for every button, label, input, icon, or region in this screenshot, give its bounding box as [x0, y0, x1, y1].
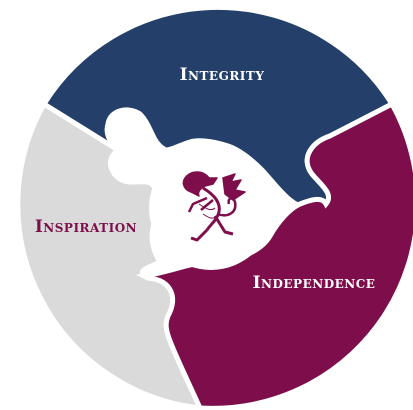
segment-independence: [135, 100, 413, 410]
label-independence: Independence: [253, 273, 376, 293]
dragon-crest-icon: [182, 171, 246, 242]
label-inspiration: Inspiration: [35, 217, 137, 237]
label-integrity: Integrity: [180, 65, 265, 85]
center-disc: [149, 146, 273, 270]
